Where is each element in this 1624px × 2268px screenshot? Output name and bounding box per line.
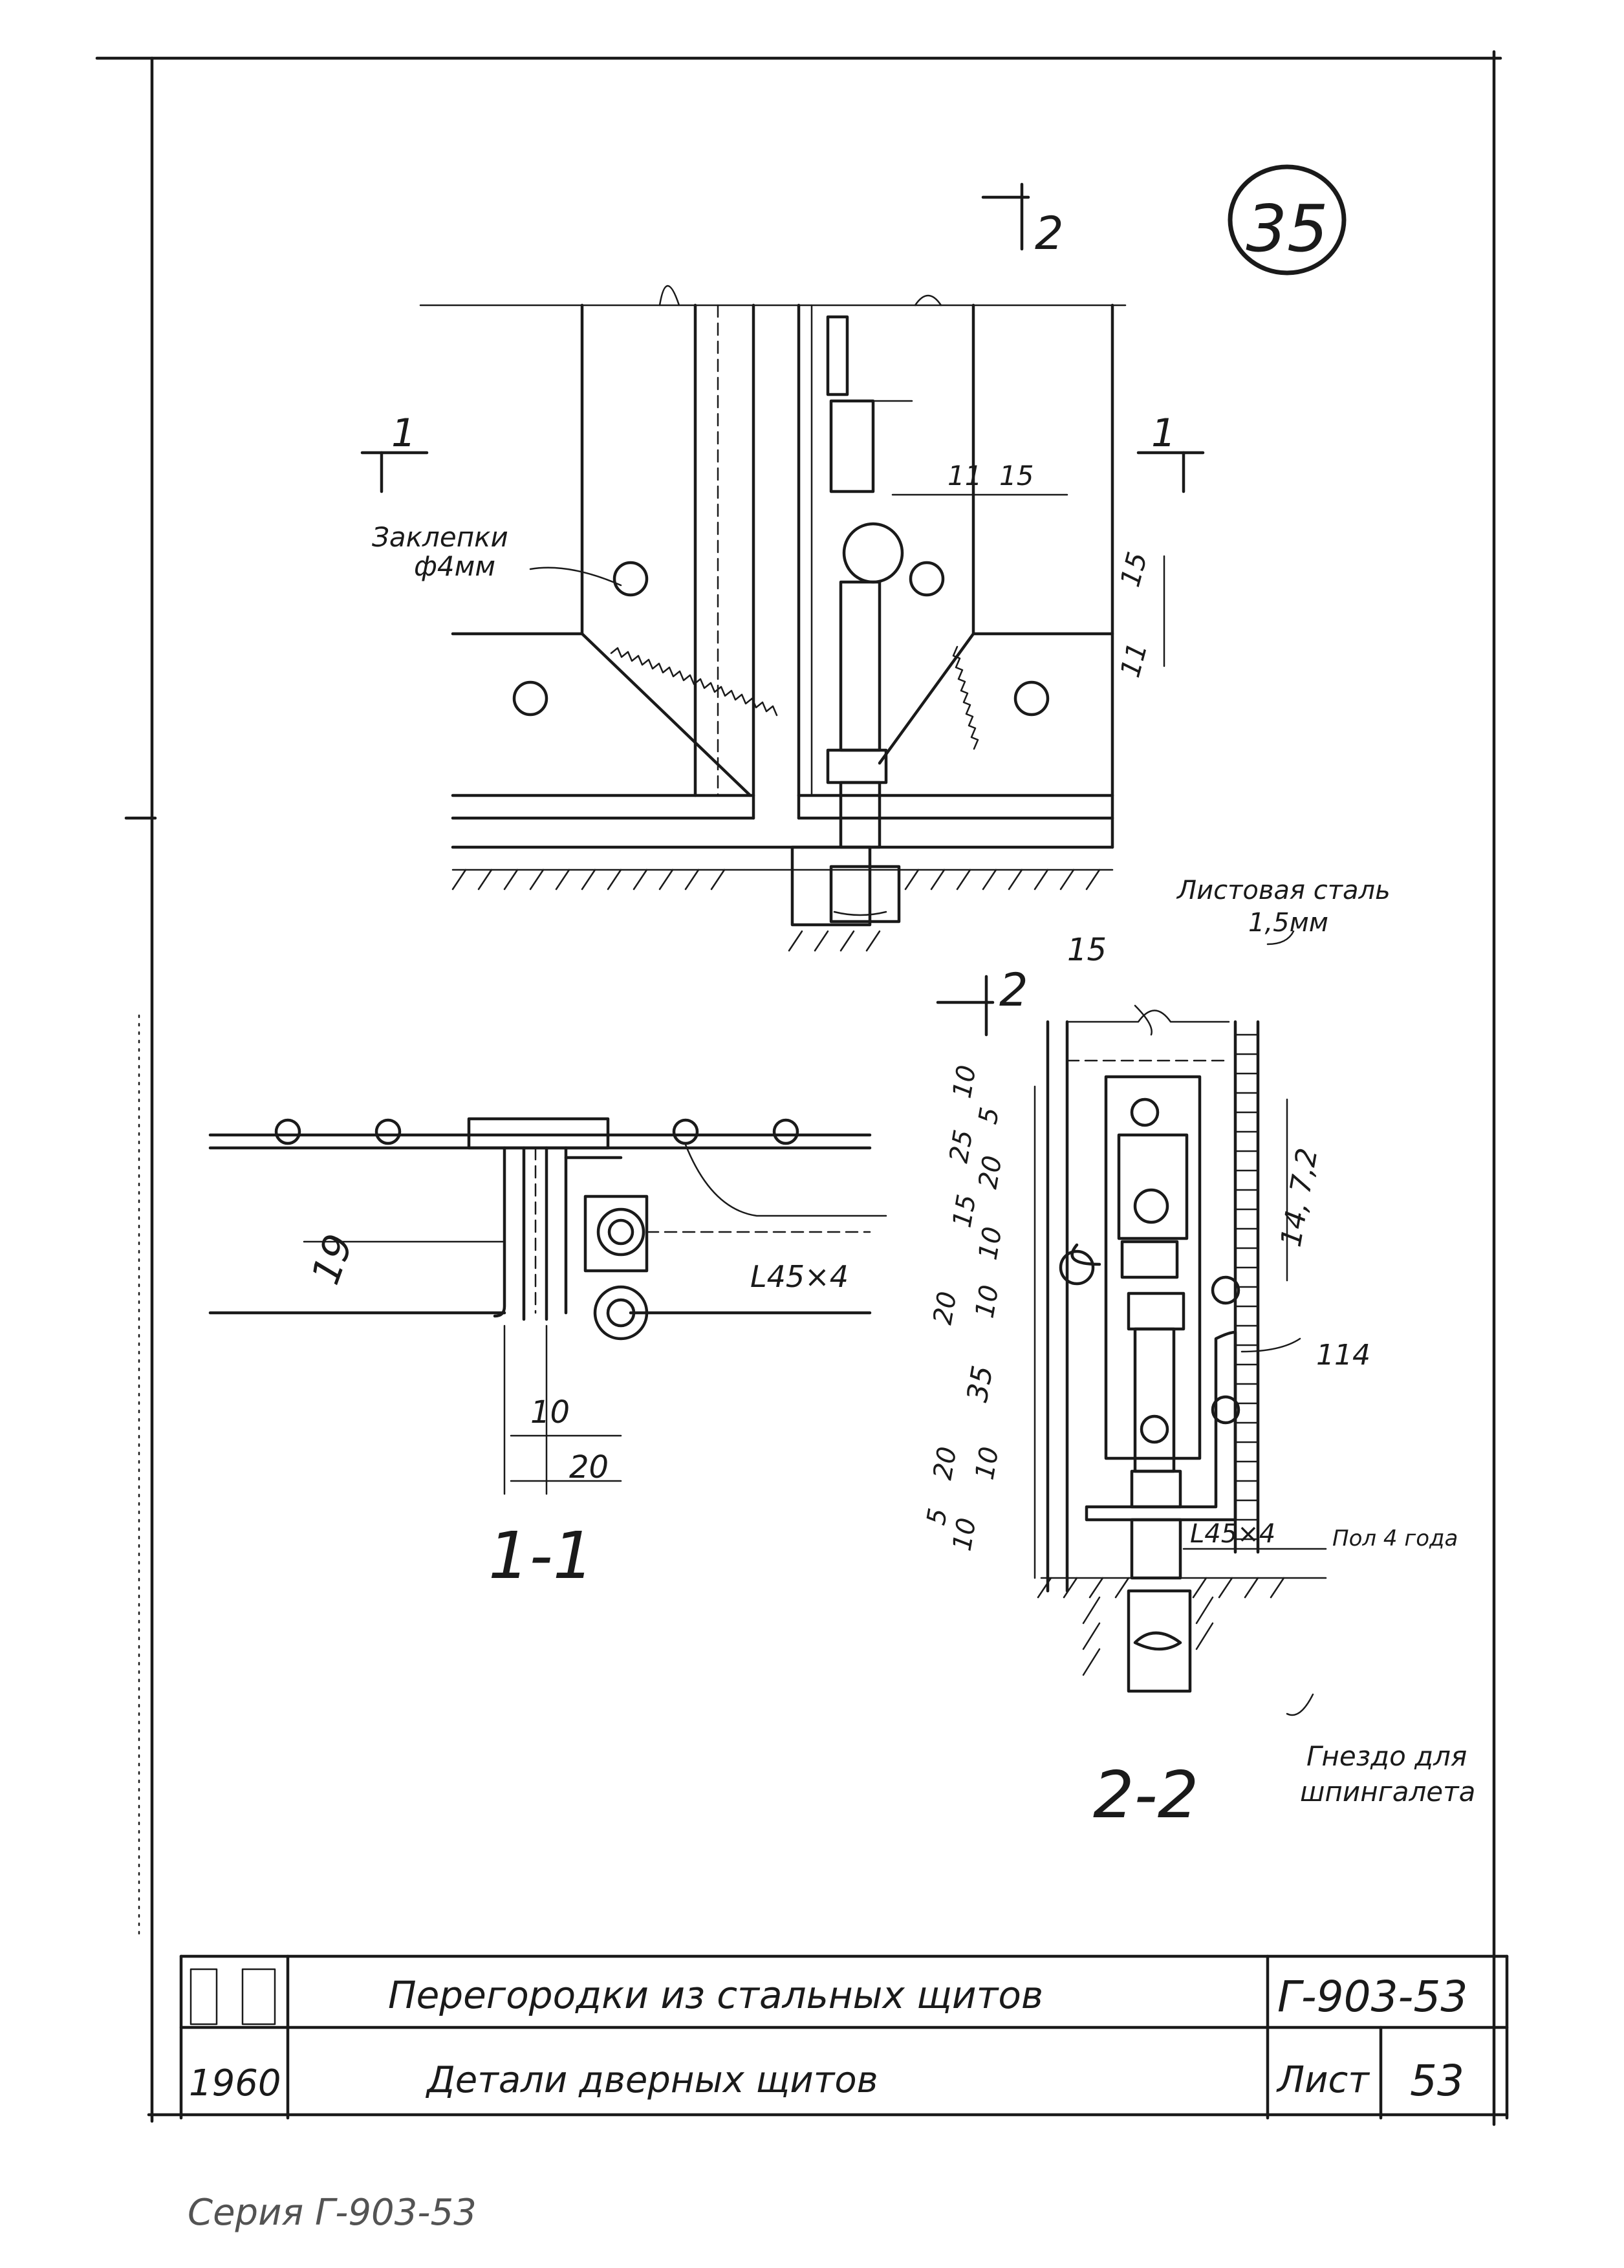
dim-h-15: 15 [999,460,1034,491]
dim-left-15: 15 [947,1193,982,1230]
dim-right-114: 114 [1316,1339,1370,1372]
section-2-2-drawing [936,930,1327,1716]
dim-h-11: 11 [947,460,982,491]
badge-number: 35 [1246,191,1328,266]
section-1-1-drawing [208,1117,887,1495]
sheet-number-badge: 35 [1228,164,1347,275]
stamp-code: Г-903-53 [1277,1972,1467,2022]
dim-left-20-b: 20 [928,1290,963,1327]
stamp-title: Перегородки из стальных щитов [388,1973,1043,2017]
section-1-1-dim-10: 10 [530,1394,570,1431]
section-1-1-label: 1-1 [488,1518,594,1593]
dim-left-5: 5 [973,1105,1006,1127]
dim-right-vertical: 14, 7,2 [1275,1145,1325,1249]
socket-note-line2: шпингалета [1300,1776,1475,1808]
section-1-1-dim-20: 20 [569,1449,609,1485]
stamp-year: 1960 [189,2062,281,2104]
floor-note: Пол 4 года [1332,1526,1458,1551]
cut-label-2-top: 2 [1035,207,1064,260]
dim-left-10-e: 10 [947,1516,982,1553]
section-1-1-angle: L45×4 [750,1259,849,1294]
rivet-note-line1: Заклепки [372,521,508,553]
top-view-drawing [360,182,1205,952]
section-2-2-left-dims: 10 5 25 20 15 10 20 10 35 20 10 5 10 [922,1063,1008,1553]
dim-v-15: 15 [1114,548,1153,590]
section-1-1-dim-19: 19 [303,1228,362,1290]
sheet-frame [95,50,1509,2126]
dim-left-25: 25 [944,1128,979,1165]
stamp-subtitle: Детали дверных щитов [425,2059,878,2101]
sheet-steel-note-line1: Листовая сталь [1176,876,1391,905]
title-block [179,1954,1509,2120]
cut-label-1-right: 1 [1151,411,1176,456]
dim-left-10-d: 10 [970,1445,1005,1482]
cut-label-1-left: 1 [391,411,416,456]
section-2-2-cut-2: 2 [999,964,1028,1017]
rivet-note-line2: ф4мм [414,550,495,582]
socket-note-line1: Гнездо для [1306,1740,1467,1772]
section-2-2-dim-top: 15 [1067,932,1107,968]
series-caption: Серия Г-903-53 [188,2192,477,2234]
section-2-2-label: 2-2 [1093,1757,1198,1833]
stamp-sheet-label: Лист [1276,2059,1370,2101]
dim-left-10-b: 10 [973,1225,1008,1262]
dim-left-5-b: 5 [922,1506,954,1528]
sheet-steel-note-line2: 1,5мм [1248,908,1328,938]
section-2-2-angle: L45×4 [1190,1519,1275,1549]
dim-left-20: 20 [973,1154,1008,1191]
dim-v-11: 11 [1114,639,1153,680]
stamp-sheet-number: 53 [1410,2056,1464,2106]
dim-left-20-c: 20 [928,1445,963,1482]
dim-left-10-c: 10 [970,1283,1005,1321]
dim-left-35: 35 [961,1363,1000,1405]
dim-left-10-a: 10 [947,1063,982,1101]
